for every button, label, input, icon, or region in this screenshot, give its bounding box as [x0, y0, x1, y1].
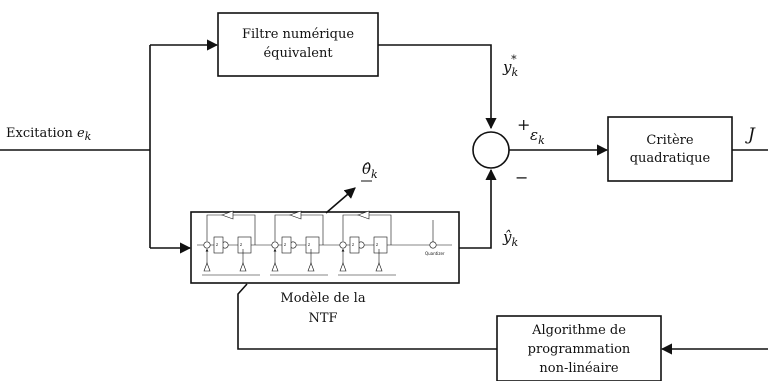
arrow-filter-to-summer	[378, 44, 497, 130]
arrow-model-to-summer	[459, 168, 497, 249]
minus-sign: −	[515, 168, 528, 187]
model-integrator	[305, 236, 320, 254]
model-feedback	[274, 214, 290, 241]
model-input-gain	[339, 262, 347, 272]
filter-label-2: équivalent	[263, 46, 333, 61]
model-input-gain	[203, 262, 211, 272]
filter-box	[217, 12, 379, 77]
ntf-model-box	[190, 211, 460, 284]
excitation-var: e	[77, 126, 85, 141]
algorithm-label-1: Algorithme de	[531, 323, 626, 338]
algorithm-block: Algorithme de programmation non-linéaire	[496, 315, 662, 381]
filter-label-1: Filtre numérique	[242, 27, 354, 42]
model-input-gain	[239, 262, 247, 272]
model-integrator-text: z	[376, 242, 378, 247]
model-caption-2: NTF	[308, 311, 337, 326]
y-star-label: yk*	[502, 53, 518, 79]
plus-sign: +	[517, 115, 530, 134]
algorithm-label-3: non-linéaire	[539, 361, 618, 376]
J-label: J	[745, 125, 756, 145]
model-integrator-text: z	[308, 242, 310, 247]
model-sum-node	[203, 241, 211, 249]
model-sum-node	[271, 241, 279, 249]
svg-text:Excitation ek: Excitation ek	[6, 126, 92, 143]
theta-arrow	[325, 187, 356, 214]
algorithm-box	[496, 315, 662, 381]
model-integrator-text: z	[240, 242, 242, 247]
model-sum-node	[339, 241, 347, 249]
model-caption-1: Modèle de la	[280, 291, 365, 306]
model-feedback	[233, 214, 256, 245]
criterion-label-2: quadratique	[630, 151, 711, 166]
criterion-box	[607, 116, 733, 182]
model-integrator	[237, 236, 252, 254]
excitation-signal: Excitation ek	[0, 39, 219, 254]
model-integrator	[349, 236, 360, 254]
model-integrator	[281, 236, 292, 254]
model-integrator-text: z	[216, 242, 218, 247]
model-quantizer-node	[429, 241, 437, 249]
model-input-gain	[307, 262, 315, 272]
epsilon-label: εk	[530, 126, 545, 147]
y-hat-label: ŷk	[502, 228, 518, 249]
model-feedback	[206, 214, 222, 241]
summing-junction	[472, 131, 510, 169]
excitation-sub: k	[85, 130, 92, 143]
filter-block: Filtre numérique équivalent	[217, 12, 379, 77]
model-input-gain	[375, 262, 383, 272]
model-feedback	[369, 214, 392, 245]
model-integrator	[373, 236, 388, 254]
model-integrator-text: z	[352, 242, 354, 247]
algorithm-label-2: programmation	[528, 342, 631, 357]
excitation-text: Excitation	[6, 126, 77, 141]
criterion-label-1: Critère	[646, 133, 693, 148]
theta-label: θ̂k	[362, 160, 378, 181]
criterion-block: Critère quadratique	[607, 116, 733, 182]
model-integrator	[213, 236, 224, 254]
model-integrator-text: z	[284, 242, 286, 247]
model-input-gain	[271, 262, 279, 272]
algorithm-to-model-line	[237, 283, 497, 350]
model-feedback	[342, 214, 358, 241]
model-feedback	[301, 214, 324, 245]
model-quantizer-text: Quantizer	[425, 251, 445, 256]
